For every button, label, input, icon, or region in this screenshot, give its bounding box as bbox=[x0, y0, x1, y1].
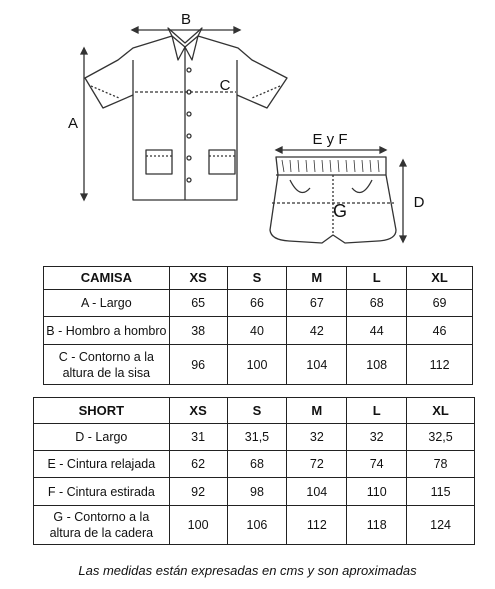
shirt-dimensions bbox=[79, 25, 242, 202]
row-label: F - Cintura estirada bbox=[33, 477, 170, 506]
dimension-label-c: C bbox=[220, 77, 231, 94]
table-row: C - Contorno a la altura de la sisa 96 1… bbox=[43, 344, 473, 385]
table-cell: 42 bbox=[286, 316, 348, 345]
row-label: E - Cintura relajada bbox=[33, 450, 170, 478]
table-cell: 112 bbox=[406, 344, 473, 385]
table-cell: 46 bbox=[406, 316, 473, 345]
table-row: B - Hombro a hombro 38 40 42 44 46 bbox=[43, 316, 473, 345]
camisa-header-m: M bbox=[286, 266, 348, 290]
table-cell: 62 bbox=[168, 450, 228, 478]
table-row: E - Cintura relajada 62 68 72 74 78 bbox=[33, 450, 475, 478]
short-size-table: SHORT XS S M L XL D - Largo 31 31,5 32 3… bbox=[33, 397, 475, 545]
dimension-label-g: G bbox=[333, 201, 347, 221]
dimension-label-a: A bbox=[68, 115, 78, 132]
short-header-l: L bbox=[346, 397, 408, 424]
dimension-label-b: B bbox=[181, 11, 191, 28]
table-cell: 66 bbox=[226, 289, 288, 317]
camisa-header-xs: XS bbox=[168, 266, 228, 290]
row-label: A - Largo bbox=[43, 289, 170, 317]
table-cell: 40 bbox=[226, 316, 288, 345]
table-cell: 100 bbox=[168, 505, 228, 545]
table-cell: 68 bbox=[226, 450, 288, 478]
table-cell: 106 bbox=[226, 505, 288, 545]
table-cell: 112 bbox=[286, 505, 348, 545]
table-cell: 104 bbox=[286, 344, 348, 385]
row-label: B - Hombro a hombro bbox=[43, 316, 170, 345]
short-header-xs: XS bbox=[168, 397, 228, 424]
row-label: D - Largo bbox=[33, 423, 170, 451]
table-cell: 44 bbox=[346, 316, 408, 345]
table-cell: 98 bbox=[226, 477, 288, 506]
table-cell: 32,5 bbox=[406, 423, 475, 451]
camisa-header-xl: XL bbox=[406, 266, 473, 290]
short-header-row: SHORT XS S M L XL bbox=[33, 397, 475, 424]
table-cell: 72 bbox=[286, 450, 348, 478]
table-cell: 104 bbox=[286, 477, 348, 506]
short-header-s: S bbox=[226, 397, 288, 424]
short-header-m: M bbox=[286, 397, 348, 424]
short-header-xl: XL bbox=[406, 397, 475, 424]
short-header-garment: SHORT bbox=[33, 397, 170, 424]
table-cell: 69 bbox=[406, 289, 473, 317]
table-cell: 78 bbox=[406, 450, 475, 478]
table-row: A - Largo 65 66 67 68 69 bbox=[43, 289, 473, 317]
table-cell: 124 bbox=[406, 505, 475, 545]
shirt-illustration bbox=[84, 27, 288, 201]
table-cell: 32 bbox=[286, 423, 348, 451]
row-label-line: C - Contorno a la bbox=[58, 349, 154, 364]
table-cell: 38 bbox=[168, 316, 228, 345]
footnote: Las medidas están expresadas en cms y so… bbox=[78, 563, 417, 578]
row-label-line: altura de la cadera bbox=[49, 526, 154, 540]
camisa-header-l: L bbox=[346, 266, 408, 290]
row-label-line: G - Contorno a la bbox=[53, 510, 150, 524]
garment-diagram: B C A E y F G D bbox=[68, 11, 425, 244]
table-cell: 32 bbox=[346, 423, 408, 451]
table-row: F - Cintura estirada 92 98 104 110 115 bbox=[33, 477, 475, 506]
camisa-size-table: CAMISA XS S M L XL A - Largo 65 66 67 68… bbox=[43, 266, 473, 385]
shorts-illustration bbox=[269, 156, 397, 244]
row-label: G - Contorno a la altura de la cadera bbox=[33, 505, 170, 545]
camisa-header-s: S bbox=[226, 266, 288, 290]
camisa-header-row: CAMISA XS S M L XL bbox=[43, 266, 473, 290]
table-cell: 31,5 bbox=[226, 423, 288, 451]
dimension-label-ef: E y F bbox=[312, 131, 347, 148]
dimension-label-d: D bbox=[414, 194, 425, 211]
table-cell: 67 bbox=[286, 289, 348, 317]
row-label: C - Contorno a la altura de la sisa bbox=[43, 344, 170, 385]
table-cell: 100 bbox=[226, 344, 288, 385]
camisa-header-garment: CAMISA bbox=[43, 266, 170, 290]
table-row: D - Largo 31 31,5 32 32 32,5 bbox=[33, 423, 475, 451]
row-label-line: altura de la sisa bbox=[62, 365, 151, 380]
table-cell: 110 bbox=[346, 477, 408, 506]
table-cell: 92 bbox=[168, 477, 228, 506]
table-cell: 31 bbox=[168, 423, 228, 451]
table-cell: 118 bbox=[346, 505, 408, 545]
table-cell: 68 bbox=[346, 289, 408, 317]
table-cell: 108 bbox=[346, 344, 408, 385]
table-cell: 65 bbox=[168, 289, 228, 317]
table-cell: 115 bbox=[406, 477, 475, 506]
table-cell: 74 bbox=[346, 450, 408, 478]
table-row: G - Contorno a la altura de la cadera 10… bbox=[33, 505, 475, 545]
shorts-dimensions bbox=[272, 145, 408, 244]
table-cell: 96 bbox=[168, 344, 228, 385]
